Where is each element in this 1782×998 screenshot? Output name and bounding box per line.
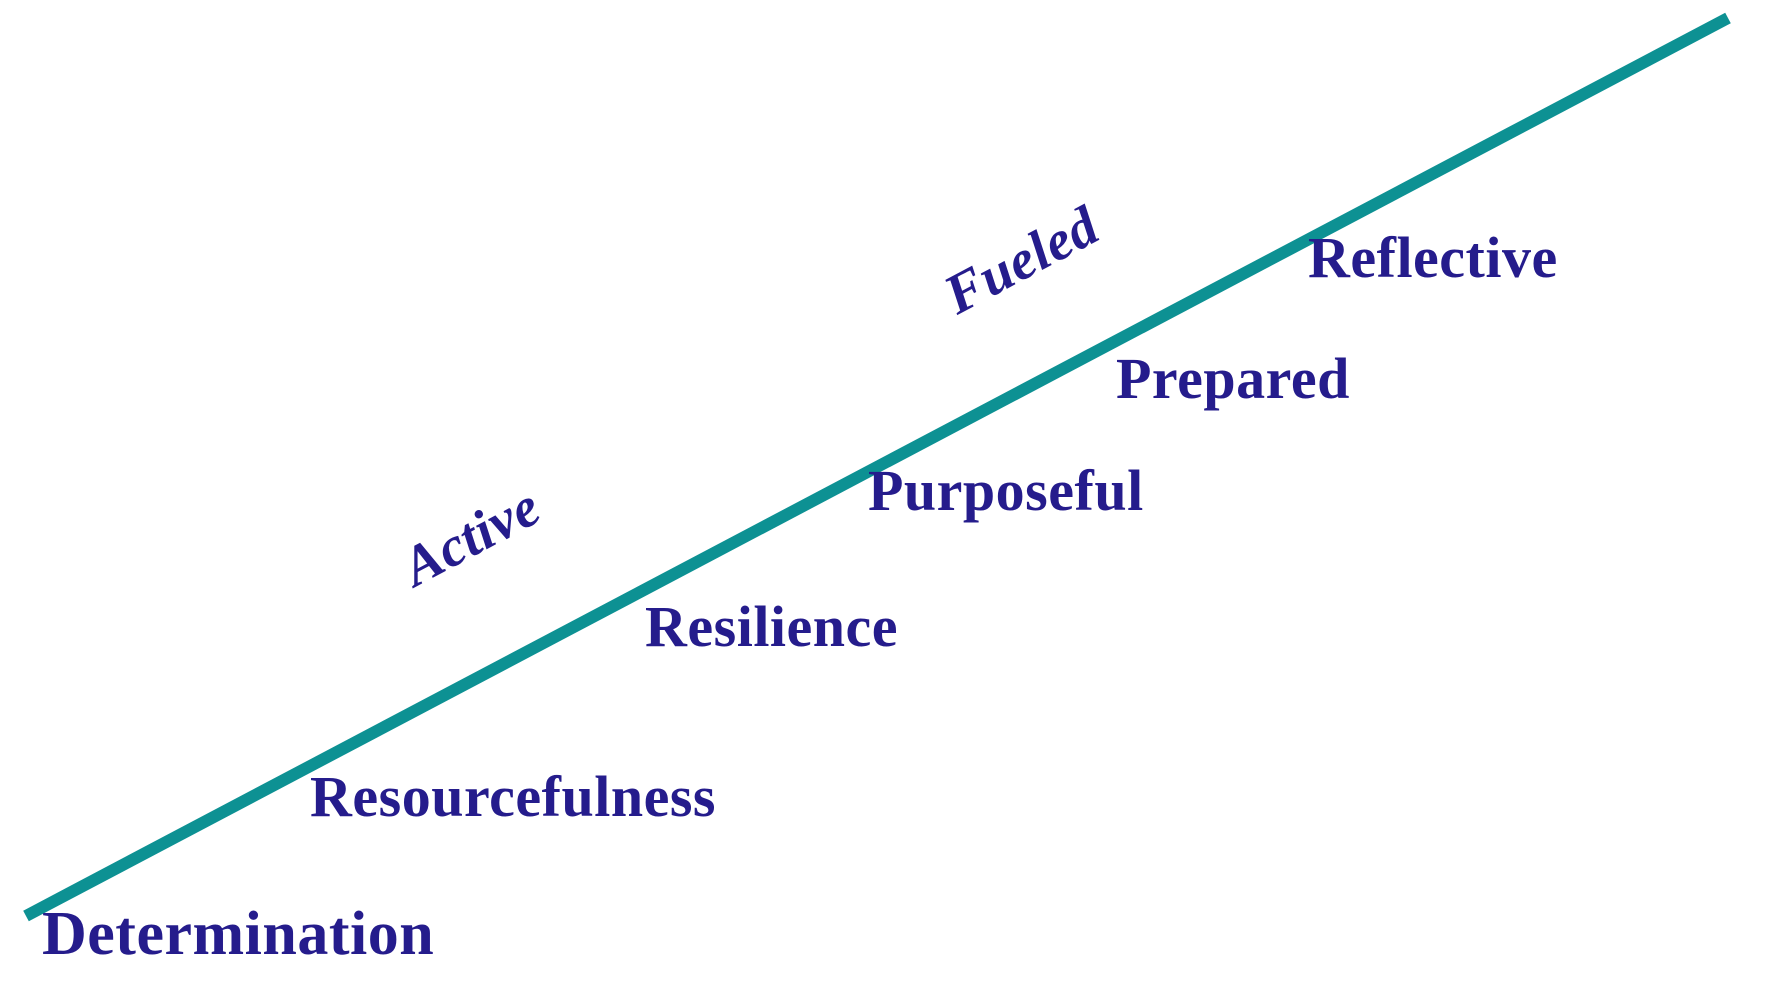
label-reflective: Reflective (1308, 225, 1558, 290)
trend-line-stroke (23, 12, 1731, 922)
label-resilience: Resilience (645, 594, 899, 659)
label-prepared: Prepared (1116, 346, 1350, 411)
label-resourcefulness: Resourcefulness (310, 764, 716, 829)
label-determination: Determination (42, 900, 435, 968)
label-purposeful: Purposeful (868, 458, 1144, 523)
